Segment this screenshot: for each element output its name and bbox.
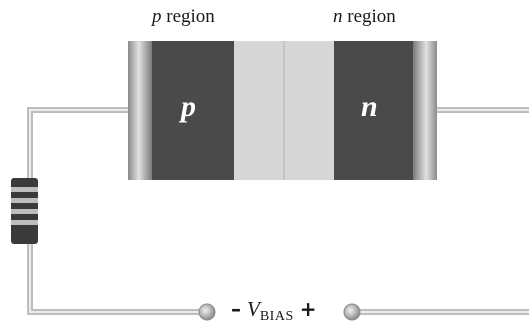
p-region-title: p region — [152, 6, 215, 28]
p-region-title-letter: p — [152, 6, 162, 27]
p-region-title-word: region — [161, 6, 215, 27]
terminal-icon — [198, 303, 216, 321]
right-end-cap — [413, 41, 437, 180]
vbias-symbol: V — [247, 297, 260, 321]
n-block-label: n — [361, 90, 378, 123]
resistor-icon — [11, 178, 38, 244]
minus-sign: – — [231, 297, 241, 321]
left-end-cap — [128, 41, 152, 180]
vbias-subscript: BIAS — [259, 309, 294, 324]
plus-sign: + — [299, 297, 317, 321]
terminal-icon — [343, 303, 361, 321]
n-region-title-letter: n — [333, 6, 343, 27]
n-region-title: n region — [333, 6, 396, 28]
p-region-block — [152, 41, 234, 180]
p-block-label: p — [181, 90, 196, 123]
n-region-block — [334, 41, 413, 180]
n-region-title-word: region — [342, 6, 396, 27]
